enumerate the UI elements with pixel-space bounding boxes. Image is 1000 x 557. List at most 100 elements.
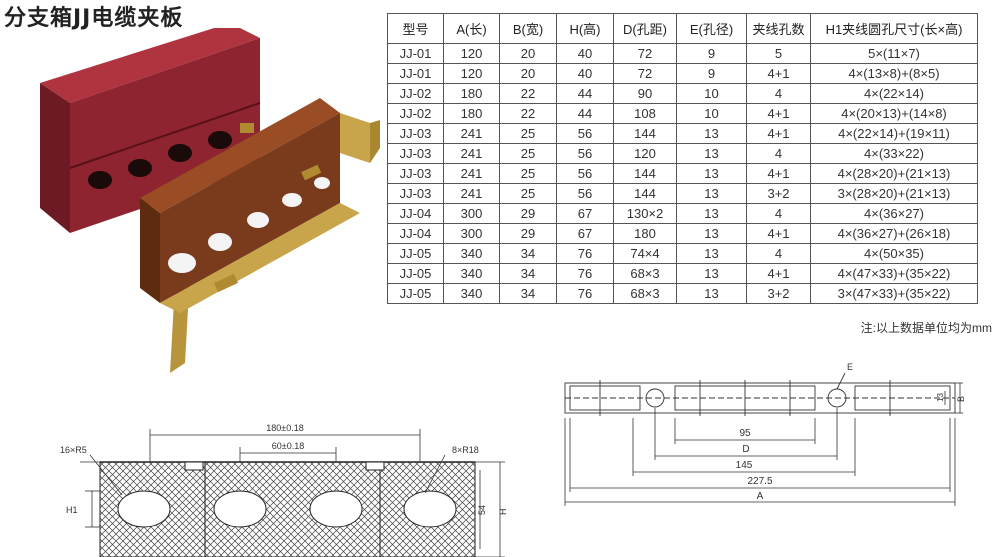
table-cell: 3+2 bbox=[746, 183, 811, 204]
table-cell: 13 bbox=[676, 243, 747, 264]
table-cell: 5 bbox=[746, 43, 811, 64]
table-cell: 300 bbox=[443, 203, 500, 224]
table-cell: 4×(36×27)+(26×18) bbox=[810, 223, 978, 244]
table-cell: 340 bbox=[443, 263, 500, 284]
table-cell: 120 bbox=[613, 143, 677, 164]
h1-label: H1 bbox=[66, 505, 78, 515]
table-cell: 120 bbox=[443, 43, 500, 64]
table-cell: 22 bbox=[499, 83, 557, 104]
table-cell: JJ-04 bbox=[387, 223, 444, 244]
table-cell: 4×(22×14) bbox=[810, 83, 978, 104]
table-cell: JJ-02 bbox=[387, 83, 444, 104]
r18-label: 8×R18 bbox=[452, 445, 479, 455]
table-cell: JJ-01 bbox=[387, 63, 444, 84]
table-header-row: 型号 A(长) B(宽) H(高) D(孔距) E(孔径) 夹线孔数 H1夹线圆… bbox=[387, 13, 978, 44]
table-cell: 3×(47×33)+(35×22) bbox=[810, 283, 978, 304]
table-cell: 340 bbox=[443, 243, 500, 264]
table-cell: 72 bbox=[613, 43, 677, 64]
table-cell: 76 bbox=[556, 283, 614, 304]
table-cell: 67 bbox=[556, 203, 614, 224]
table-cell: 4+1 bbox=[746, 103, 811, 124]
dimension-lines bbox=[80, 429, 505, 557]
table-cell: 4×(22×14)+(19×11) bbox=[810, 123, 978, 144]
table-cell: 34 bbox=[499, 263, 557, 284]
table-cell: 10 bbox=[676, 83, 747, 104]
table-cell: 4 bbox=[746, 203, 811, 224]
table-cell: 56 bbox=[556, 143, 614, 164]
header-model: 型号 bbox=[387, 13, 444, 44]
table-cell: 76 bbox=[556, 243, 614, 264]
table-cell: 72 bbox=[613, 63, 677, 84]
table-cell: 144 bbox=[613, 123, 677, 144]
table-cell: JJ-05 bbox=[387, 263, 444, 284]
table-cell: 20 bbox=[499, 63, 557, 84]
table-cell: 13 bbox=[676, 163, 747, 184]
dim-145-label: 145 bbox=[736, 460, 753, 471]
table-cell: 300 bbox=[443, 223, 500, 244]
table-cell: 56 bbox=[556, 183, 614, 204]
table-cell: 4×(20×13)+(14×8) bbox=[810, 103, 978, 124]
table-cell: 44 bbox=[556, 103, 614, 124]
dim-180-label: 180±0.18 bbox=[266, 423, 303, 433]
table-cell: 4+1 bbox=[746, 263, 811, 284]
table-cell: 44 bbox=[556, 83, 614, 104]
table-cell: 90 bbox=[613, 83, 677, 104]
table-cell: 13 bbox=[676, 143, 747, 164]
table-cell: 25 bbox=[499, 183, 557, 204]
bracket-dimensions bbox=[564, 382, 963, 506]
bracket-plan-drawing: E 13 B 95 D 145 227.5 A bbox=[564, 362, 965, 506]
table-cell: 3×(28×20)+(21×13) bbox=[810, 183, 978, 204]
header-h1: H1夹线圆孔尺寸(长×高) bbox=[810, 13, 978, 44]
table-cell: 25 bbox=[499, 143, 557, 164]
clamp-blocks bbox=[99, 461, 476, 557]
table-cell: 13 bbox=[676, 183, 747, 204]
table-cell: 241 bbox=[443, 163, 500, 184]
table-cell: 29 bbox=[499, 223, 557, 244]
table-cell: 108 bbox=[613, 103, 677, 124]
table-cell: 56 bbox=[556, 123, 614, 144]
table-cell: 9 bbox=[676, 63, 747, 84]
table-cell: 4+1 bbox=[746, 223, 811, 244]
table-cell: 56 bbox=[556, 163, 614, 184]
table-cell: JJ-03 bbox=[387, 183, 444, 204]
red-clamp-image bbox=[40, 28, 261, 233]
table-cell: 76 bbox=[556, 263, 614, 284]
table-cell: 3+2 bbox=[746, 283, 811, 304]
table-cell: 180 bbox=[443, 83, 500, 104]
table-cell: 4×(50×35) bbox=[810, 243, 978, 264]
e-label: E bbox=[847, 362, 853, 372]
table-cell: 13 bbox=[676, 283, 747, 304]
table-cell: JJ-02 bbox=[387, 103, 444, 124]
table-cell: 4×(47×33)+(35×22) bbox=[810, 263, 978, 284]
table-cell: 144 bbox=[613, 183, 677, 204]
table-cell: 68×3 bbox=[613, 283, 677, 304]
dim-a-label: A bbox=[757, 491, 764, 502]
table-cell: 13 bbox=[676, 263, 747, 284]
table-cell: 241 bbox=[443, 183, 500, 204]
table-cell: 4+1 bbox=[746, 123, 811, 144]
dim-54-label: 54 bbox=[477, 505, 487, 515]
table-cell: 13 bbox=[676, 123, 747, 144]
table-cell: 120 bbox=[443, 63, 500, 84]
header-b: B(宽) bbox=[499, 13, 557, 44]
dim-d-label: D bbox=[742, 444, 749, 455]
table-cell: 67 bbox=[556, 223, 614, 244]
table-cell: JJ-01 bbox=[387, 43, 444, 64]
table-cell: 4+1 bbox=[746, 163, 811, 184]
table-cell: 4×(13×8)+(8×5) bbox=[810, 63, 978, 84]
table-cell: 74×4 bbox=[613, 243, 677, 264]
table-cell: 4×(33×22) bbox=[810, 143, 978, 164]
table-cell: 29 bbox=[499, 203, 557, 224]
table-cell: 4×(28×20)+(21×13) bbox=[810, 163, 978, 184]
table-cell: 180 bbox=[443, 103, 500, 124]
